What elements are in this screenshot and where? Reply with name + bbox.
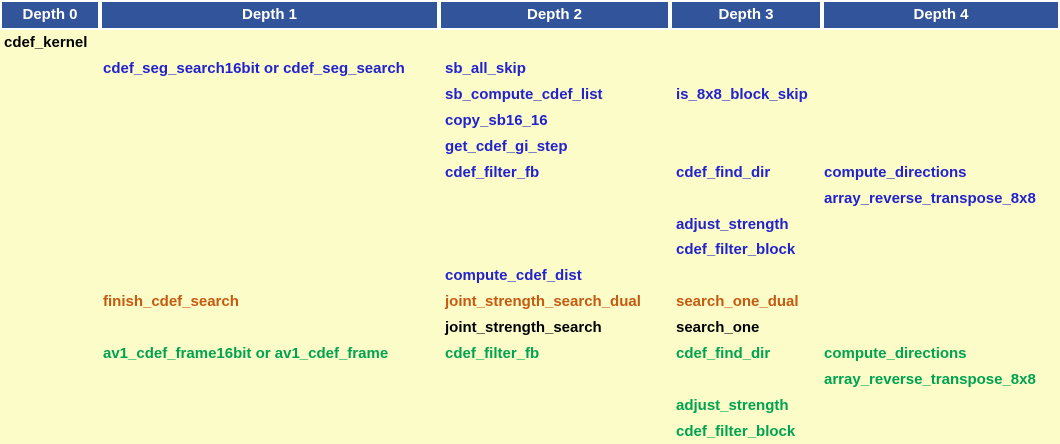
column-header-label: Depth 2	[441, 2, 668, 28]
table-row: cdef_filter_fb cdef_find_dir compute_dir…	[0, 159, 1060, 185]
column-header-depth1: Depth 1	[100, 2, 439, 30]
cell-depth4: array_reverse_transpose_8x8	[824, 189, 1036, 207]
cell-depth3: cdef_find_dir	[676, 344, 771, 362]
table-row: array_reverse_transpose_8x8	[0, 185, 1060, 211]
cell-depth2: sb_all_skip	[445, 60, 526, 78]
column-header-label: Depth 1	[102, 2, 437, 28]
cell-depth2: compute_cdef_dist	[445, 267, 582, 285]
cell-depth1: av1_cdef_frame16bit or av1_cdef_frame	[103, 344, 389, 362]
cell-depth3: cdef_filter_block	[676, 422, 796, 440]
cell-depth2: cdef_filter_fb	[445, 163, 540, 181]
hierarchy-rows: cdef_kernel cdef_seg_search16bit or cdef…	[0, 30, 1060, 444]
table-row: adjust_strength	[0, 211, 1060, 237]
depth-header-row: Depth 0 Depth 1 Depth 2 Depth 3 Depth 4	[0, 0, 1060, 30]
table-row: sb_compute_cdef_list is_8x8_block_skip	[0, 82, 1060, 108]
table-row: adjust_strength	[0, 392, 1060, 418]
cell-depth2: joint_strength_search_dual	[445, 293, 641, 311]
column-header-depth3: Depth 3	[670, 2, 822, 30]
cell-depth4: compute_directions	[824, 163, 967, 181]
column-header-label: Depth 0	[2, 2, 98, 28]
cell-depth3: adjust_strength	[676, 215, 789, 233]
cell-depth2: cdef_filter_fb	[445, 344, 540, 362]
table-row: cdef_seg_search16bit or cdef_seg_search …	[0, 56, 1060, 82]
cell-depth1: finish_cdef_search	[103, 293, 239, 311]
cell-depth0: cdef_kernel	[4, 34, 88, 52]
cell-depth3: adjust_strength	[676, 396, 789, 414]
table-row: joint_strength_search search_one	[0, 315, 1060, 341]
cell-depth2: get_cdef_gi_step	[445, 137, 568, 155]
column-header-depth0: Depth 0	[0, 2, 100, 30]
cell-depth3: search_one_dual	[676, 293, 799, 311]
column-header-label: Depth 3	[672, 2, 820, 28]
table-row: cdef_filter_block	[0, 237, 1060, 263]
table-row: cdef_filter_block	[0, 418, 1060, 444]
table-row: av1_cdef_frame16bit or av1_cdef_frame cd…	[0, 341, 1060, 367]
table-row: array_reverse_transpose_8x8	[0, 366, 1060, 392]
cell-depth3: cdef_find_dir	[676, 163, 771, 181]
cell-depth2: copy_sb16_16	[445, 112, 548, 130]
cell-depth4: compute_directions	[824, 344, 967, 362]
cell-depth2: joint_strength_search	[445, 319, 602, 337]
cell-depth1: cdef_seg_search16bit or cdef_seg_search	[103, 60, 405, 78]
cell-depth3: is_8x8_block_skip	[676, 86, 808, 104]
cell-depth3: cdef_filter_block	[676, 241, 796, 259]
column-header-label: Depth 4	[824, 2, 1058, 28]
table-row: cdef_kernel	[0, 30, 1060, 56]
table-row: copy_sb16_16	[0, 108, 1060, 134]
table-row: compute_cdef_dist	[0, 263, 1060, 289]
cell-depth2: sb_compute_cdef_list	[445, 86, 603, 104]
table-row: finish_cdef_search joint_strength_search…	[0, 289, 1060, 315]
column-header-depth2: Depth 2	[439, 2, 670, 30]
table-row: get_cdef_gi_step	[0, 134, 1060, 160]
cell-depth3: search_one	[676, 319, 760, 337]
column-header-depth4: Depth 4	[822, 2, 1060, 30]
cell-depth4: array_reverse_transpose_8x8	[824, 370, 1036, 388]
